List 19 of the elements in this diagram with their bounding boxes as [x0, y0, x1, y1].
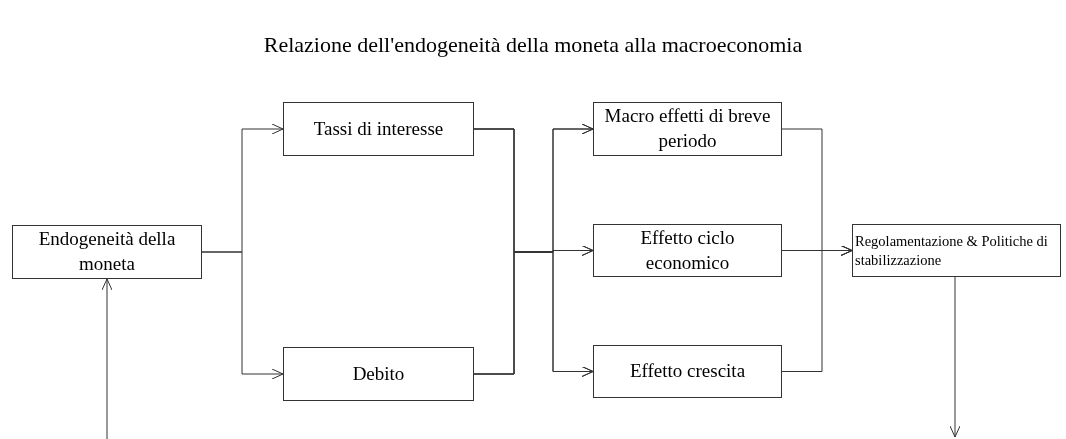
box-label: Debito: [352, 361, 405, 386]
diagram-title: Relazione dell'endogeneità della moneta alla macroeconomia: [262, 32, 804, 58]
box-label: Tassi di interesse: [313, 116, 444, 141]
box-label: Endogeneità della moneta: [37, 227, 177, 276]
box-label: Regolamentazione & Politiche di stabilizzazione: [855, 232, 1049, 269]
box-label: Effetto ciclo economico: [639, 225, 736, 275]
box-label: Effetto crescita: [629, 359, 746, 384]
arrow: [101, 278, 113, 439]
process-box: [593, 102, 782, 156]
process-box: [283, 102, 474, 156]
process-box: [593, 224, 782, 277]
arrow: [781, 245, 853, 372]
arrow: [201, 251, 284, 380]
arrow: [949, 276, 961, 438]
process-box: [593, 345, 782, 398]
process-box: [852, 224, 1061, 277]
process-box: [12, 225, 202, 279]
process-box: [283, 347, 474, 401]
box-label: Macro effetti di breve periodo: [603, 104, 772, 153]
